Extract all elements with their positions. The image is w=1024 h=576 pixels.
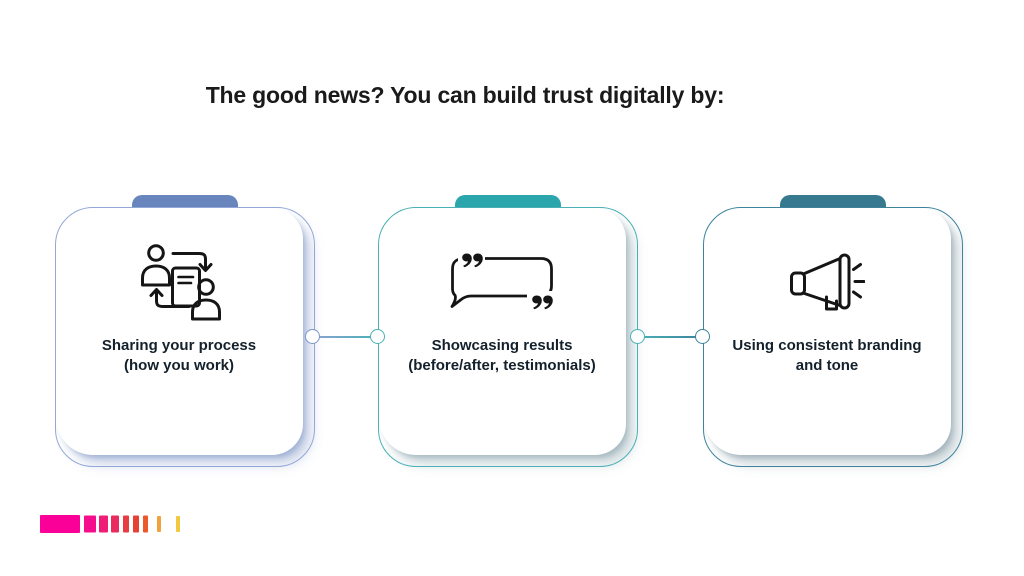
brand-bar xyxy=(143,515,148,533)
card-showcasing-results: Showcasing results (before/after, testim… xyxy=(378,195,638,467)
brand-bar xyxy=(40,515,80,533)
brand-bar xyxy=(111,515,119,533)
card-label-line2: (before/after, testimonials) xyxy=(408,357,596,374)
connector-line-1 xyxy=(313,336,378,338)
brand-bar xyxy=(99,515,108,533)
connector-node xyxy=(305,329,320,344)
connector-node xyxy=(695,329,710,344)
card-label: Sharing your process (how you work) xyxy=(55,336,303,376)
card-panel xyxy=(704,208,951,455)
card-panel xyxy=(379,208,626,455)
card-label: Using consistent branding and tone xyxy=(703,336,951,376)
brand-bars xyxy=(40,515,190,533)
process-exchange-icon xyxy=(141,244,221,321)
card-label-line2: and tone xyxy=(795,357,859,374)
megaphone-icon xyxy=(790,253,865,311)
quote-bubble-icon xyxy=(450,251,557,313)
card-label: Showcasing results (before/after, testim… xyxy=(378,336,626,376)
card-consistent-branding: Using consistent branding and tone xyxy=(703,195,963,467)
card-label-line1: Using consistent branding xyxy=(732,337,922,354)
brand-bar xyxy=(157,516,161,532)
connector-node xyxy=(370,329,385,344)
brand-bar xyxy=(176,516,180,532)
brand-bar xyxy=(123,515,129,533)
card-label-line1: Sharing your process xyxy=(101,337,257,354)
brand-bar xyxy=(133,515,139,533)
brand-bar xyxy=(84,515,96,533)
card-label-line2: (how you work) xyxy=(124,357,234,374)
card-label-line1: Showcasing results xyxy=(431,337,573,354)
card-sharing-process: Sharing your process (how you work) xyxy=(55,195,315,467)
connector-line-2 xyxy=(638,336,703,338)
connector-node xyxy=(630,329,645,344)
headline: The good news? You can build trust digit… xyxy=(205,82,725,108)
card-panel xyxy=(56,208,303,455)
